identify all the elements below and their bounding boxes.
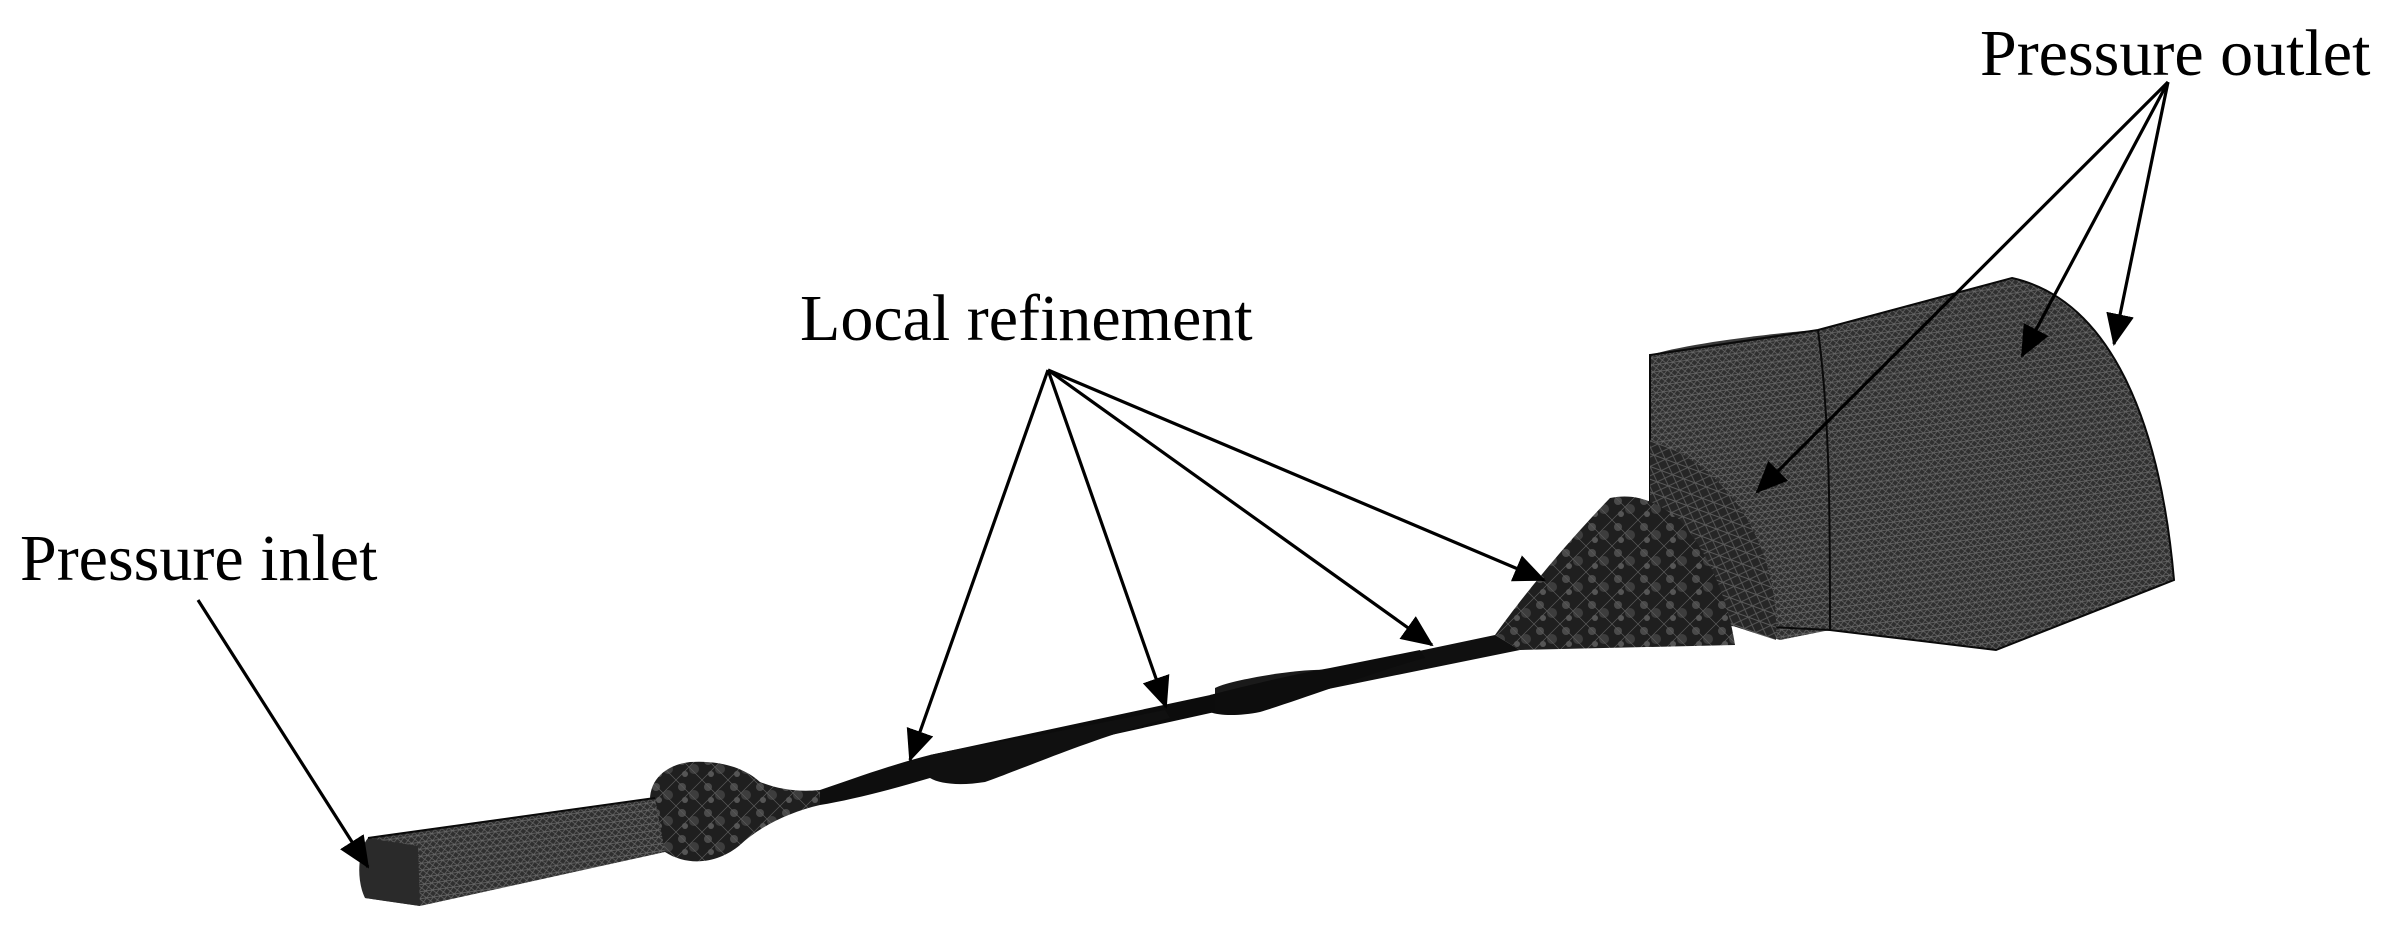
arrows-refinement xyxy=(906,368,1546,762)
pipe-body xyxy=(359,635,1520,906)
arrow-outlet-2 xyxy=(2020,81,2170,358)
arrow-outlet-1 xyxy=(1755,80,2170,494)
outlet-block xyxy=(1649,276,2176,652)
arrow-outlet-3 xyxy=(2106,81,2170,346)
arrow-inlet xyxy=(196,599,370,869)
pressure-inlet-label: Pressure inlet xyxy=(20,522,377,595)
pipe-bulge-3 xyxy=(1210,650,1425,715)
pipe-bulge-2 xyxy=(930,710,1170,785)
outlet-crease xyxy=(1817,329,1831,631)
cone-transition xyxy=(1495,496,1735,650)
inlet-face xyxy=(359,838,420,906)
outlet-curved-face xyxy=(1818,278,2174,650)
arrow-refinement-3 xyxy=(1047,368,1434,647)
local-refinement-label: Local refinement xyxy=(800,282,1253,355)
arrow-refinement-4 xyxy=(1047,368,1546,582)
outlet-edge xyxy=(1649,276,2176,652)
pipe-left xyxy=(820,755,930,805)
pressure-outlet-label: Pressure outlet xyxy=(1980,17,2370,90)
pipe-bulge-1 xyxy=(650,761,820,862)
arrow-refinement-2 xyxy=(1046,369,1170,709)
arrows-inlet xyxy=(196,599,370,869)
arrow-refinement-1 xyxy=(906,369,1050,762)
arrows-outlet xyxy=(1755,80,2170,494)
pipe-inlet-tube xyxy=(365,798,665,906)
inlet-top-edge xyxy=(367,797,656,839)
